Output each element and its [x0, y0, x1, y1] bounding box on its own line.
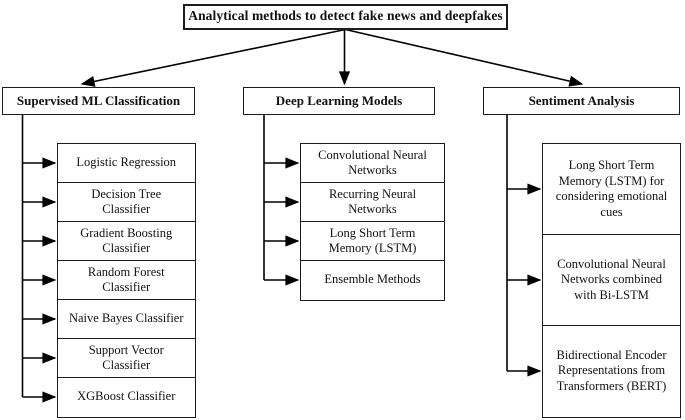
branch-header-label: Sentiment Analysis [528, 92, 635, 108]
leaf-node-label: XGBoost Classifier [77, 389, 176, 404]
branch-header-deep-learning-models: Deep Learning Models [243, 87, 435, 115]
leaf-node-label: Ensemble Methods [324, 272, 421, 287]
leaf-node-label: Naive Bayes Classifier [68, 311, 184, 326]
leaf-node-label: Recurring Neural Networks [328, 186, 417, 217]
node-ensemble-methods: Ensemble Methods [300, 260, 445, 301]
node-recurring-neural-networks: Recurring Neural Networks [300, 182, 445, 223]
node-bert: Bidirectional Encoder Representations fr… [542, 325, 681, 418]
node-long-short-term-memory: Long Short Term Memory (LSTM) [300, 221, 445, 262]
leaf-node-label: Decision Tree Classifier [91, 186, 162, 217]
node-random-forest-classifier: Random Forest Classifier [57, 260, 196, 301]
leaf-node-label: Gradient Boosting Classifier [80, 225, 173, 256]
node-gradient-boosting-classifier: Gradient Boosting Classifier [57, 221, 196, 262]
branch-header-label: Supervised ML Classification [16, 92, 181, 108]
leaf-node-label: Logistic Regression [76, 155, 177, 170]
root-node: Analytical methods to detect fake news a… [183, 4, 508, 30]
root-node-label: Analytical methods to detect fake news a… [188, 8, 503, 24]
leaf-node-label: Long Short Term Memory (LSTM) for consid… [555, 158, 668, 219]
node-naive-bayes-classifier: Naive Bayes Classifier [57, 299, 196, 340]
leaf-node-label: Long Short Term Memory (LSTM) [328, 225, 417, 256]
node-support-vector-classifier: Support Vector Classifier [57, 338, 196, 379]
node-convolutional-neural-networks: Convolutional Neural Networks [300, 143, 445, 184]
branch-header-label: Deep Learning Models [275, 92, 403, 108]
leaf-node-label: Random Forest Classifier [87, 264, 165, 295]
node-logistic-regression: Logistic Regression [57, 143, 196, 184]
leaf-node-label: Convolutional Neural Networks combined w… [557, 256, 666, 303]
leaf-node-label: Support Vector Classifier [88, 342, 164, 373]
leaf-node-label: Bidirectional Encoder Representations fr… [556, 347, 667, 394]
leaf-node-label: Convolutional Neural Networks [318, 147, 427, 178]
branch-header-sentiment-analysis: Sentiment Analysis [483, 87, 680, 115]
branch-header-supervised-ml-classification: Supervised ML Classification [2, 87, 195, 115]
node-cnn-combined-bi-lstm: Convolutional Neural Networks combined w… [542, 234, 681, 327]
node-xgboost-classifier: XGBoost Classifier [57, 377, 196, 418]
node-decision-tree-classifier: Decision Tree Classifier [57, 182, 196, 223]
node-lstm-emotional-cues: Long Short Term Memory (LSTM) for consid… [542, 143, 681, 236]
